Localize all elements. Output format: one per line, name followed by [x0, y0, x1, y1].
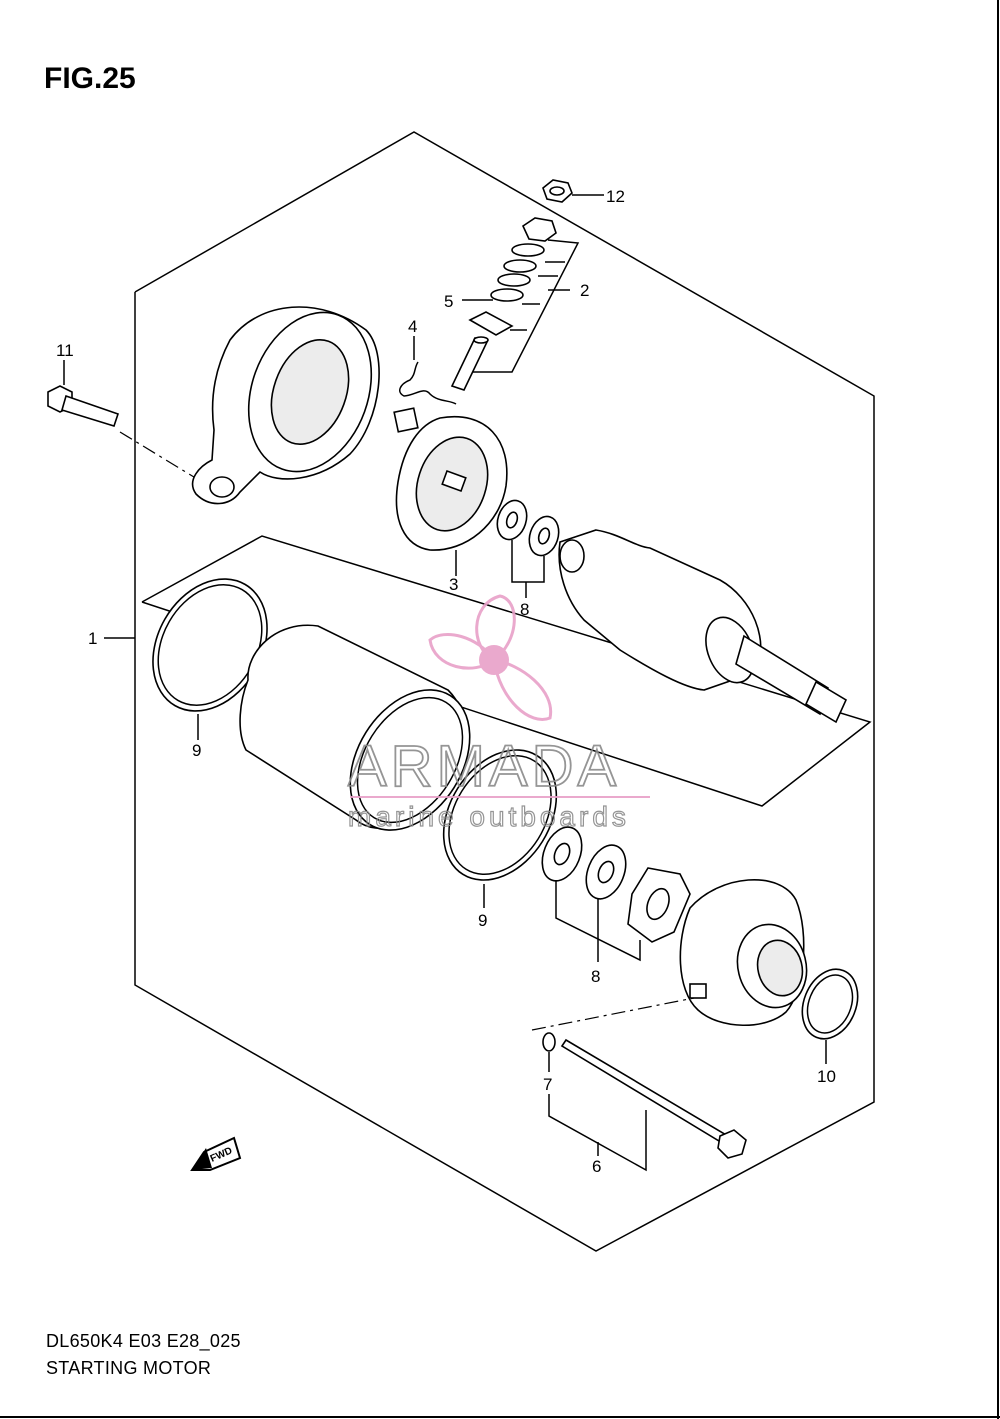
part-12-nut [542, 179, 573, 203]
part-4-brush-spring [393, 361, 457, 433]
front-housing [679, 879, 808, 1027]
part-2-washer-stack [468, 217, 557, 336]
assembly-boundary [134, 131, 875, 1252]
part-8-washers-lower [541, 826, 691, 943]
part-7-washer [542, 1032, 556, 1052]
callout-9-right: 9 [478, 911, 487, 930]
model-code: DL650K4 E03 E28_025 [46, 1331, 241, 1351]
figure-title: FIG.25 [44, 62, 136, 95]
callout-8-lower: 8 [591, 967, 600, 986]
terminal-bolt [450, 336, 489, 391]
part-9-o-ring-right [442, 749, 558, 881]
watermark: ARMADA marine outboards [347, 594, 650, 833]
callout-7: 7 [543, 1075, 552, 1094]
callout-8-top: 8 [520, 600, 529, 619]
part-10-o-ring [801, 968, 859, 1040]
callout-6: 6 [592, 1157, 601, 1176]
part-3-brush-holder [395, 415, 508, 551]
watermark-tagline: marine outboards [348, 801, 630, 832]
diagram-name: STARTING MOTOR [46, 1358, 212, 1378]
callout-5: 5 [444, 292, 453, 311]
part-9-o-ring-left [152, 578, 268, 712]
part-6-through-bolt [560, 1038, 747, 1159]
propeller-logo-icon [428, 594, 553, 721]
callout-12: 12 [606, 187, 625, 206]
callout-10: 10 [817, 1067, 836, 1086]
part-11-bolt [47, 385, 120, 427]
fwd-arrow-icon: FWD [190, 1136, 242, 1171]
yoke-housing [239, 624, 471, 831]
part-8-washers-top [496, 499, 560, 557]
watermark-brand: ARMADA [348, 734, 620, 799]
callout-2: 2 [580, 281, 589, 300]
callout-9-left: 9 [192, 741, 201, 760]
callout-3: 3 [449, 575, 458, 594]
armature [558, 529, 848, 724]
subassembly-boundary [141, 535, 872, 807]
callout-1: 1 [88, 629, 97, 648]
callout-11: 11 [56, 341, 74, 360]
callout-4: 4 [408, 317, 417, 336]
rear-bracket [191, 306, 380, 505]
